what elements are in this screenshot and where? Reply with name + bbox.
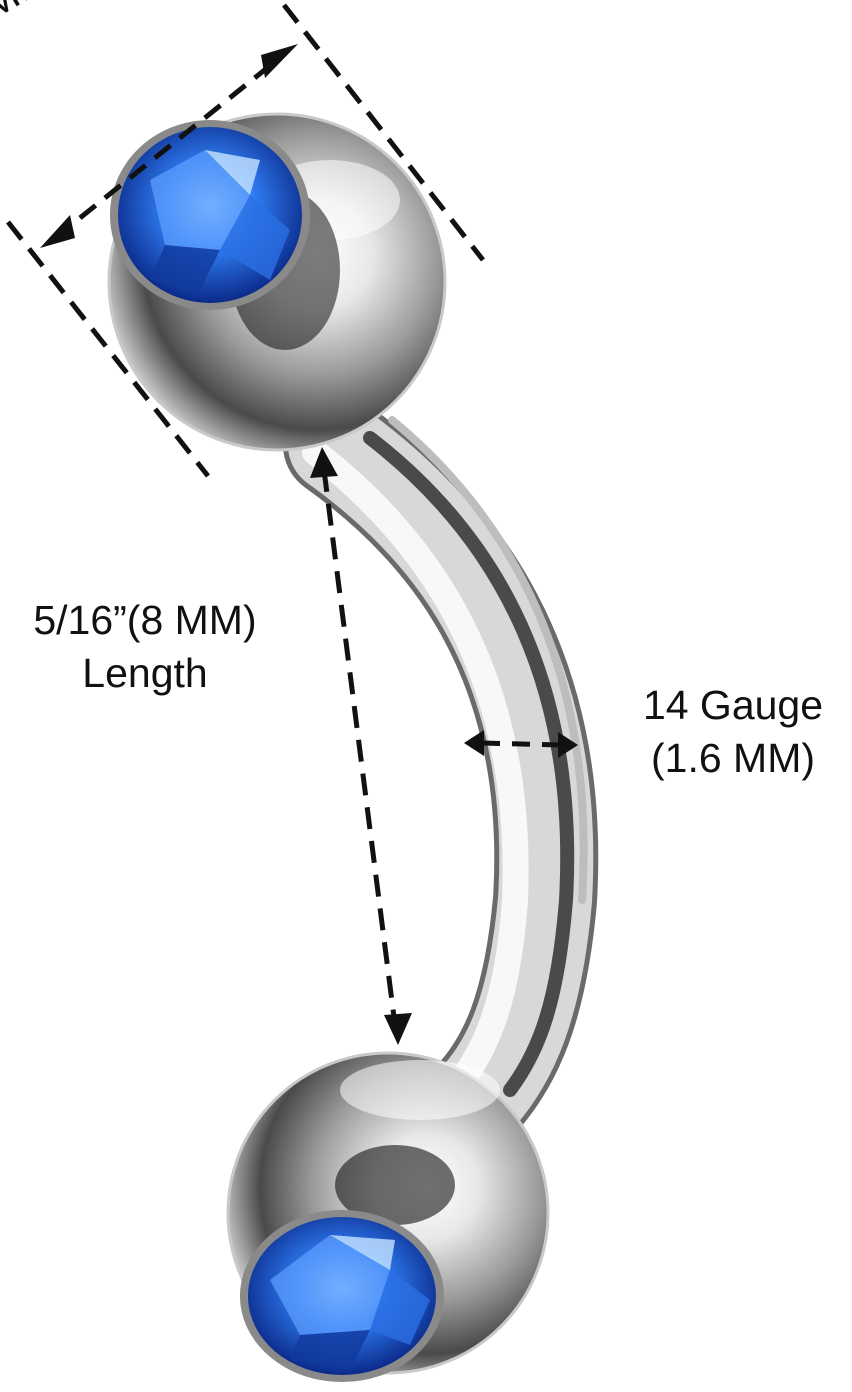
length-word: Length	[82, 650, 208, 696]
length-measure: 5/16”(8 MM)	[33, 597, 257, 643]
ball-size-dimension	[6, 3, 485, 478]
gauge-mm: (1.6 MM)	[651, 735, 815, 781]
gauge-measure: 14 Gauge	[642, 682, 824, 728]
gauge-label: 14 Gauge (1.6 MM)	[614, 685, 852, 791]
top-gem	[110, 120, 310, 310]
length-label: 5/16”(8 MM) Length	[0, 600, 290, 706]
gauge-dimension	[464, 730, 578, 758]
curved-bar	[283, 393, 599, 1147]
bottom-gem	[240, 1210, 444, 1382]
length-dimension	[310, 447, 412, 1045]
